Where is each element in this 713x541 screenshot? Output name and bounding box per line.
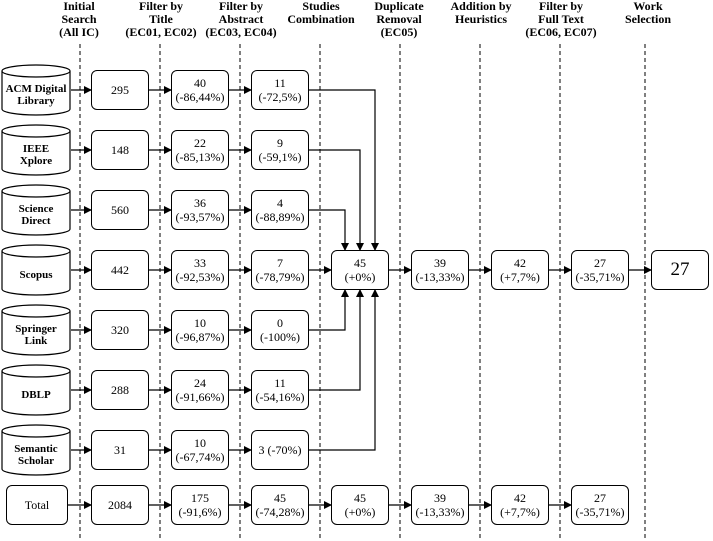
title-filter-2: 22 (-85,13%) [171,130,229,170]
total-fulltext: 27 (-35,71%) [571,485,629,525]
column-header-3: Filter by Abstract (EC03, EC04) [205,0,277,39]
source-db-1: ACM Digital Library [1,64,71,116]
database-icon [1,64,71,116]
title-filter-5: 10 (-96,87%) [171,310,229,350]
total-label: Total [6,485,68,525]
title-filter-7: 10 (-67,74%) [171,430,229,470]
abstract-filter-2: 9 (-59,1%) [251,130,309,170]
database-icon [1,364,71,416]
abstract-filter-6: 11 (-54,16%) [251,370,309,410]
total-heuristics: 42 (+7,7%) [491,485,549,525]
source-name: Springer Link [15,323,57,347]
initial-count-5: 320 [91,310,149,350]
abstract-filter-3: 4 (-88,89%) [251,190,309,230]
column-header-6: Addition by Heuristics [450,0,512,26]
merge-ieee [309,149,364,251]
source-name: Scopus [19,269,53,281]
source-name: IEEE Xplore [19,143,53,167]
source-db-7: Semantic Scholar [1,424,71,476]
merge-sciencedirect [309,209,349,251]
title-filter-3: 36 (-93,57%) [171,190,229,230]
flow-arrows [68,86,652,509]
database-icon [1,304,71,356]
column-dividers [79,44,646,541]
initial-count-7: 31 [91,430,149,470]
initial-count-2: 148 [91,130,149,170]
column-header-1: Initial Search (All IC) [59,0,99,39]
database-icon [1,184,71,236]
heuristics-box: 42 (+7,7%) [491,250,549,290]
title-filter-1: 40 (-86,44%) [171,70,229,110]
column-header-4: Studies Combination [287,0,355,26]
merge-acm [309,89,379,251]
initial-count-4: 442 [91,250,149,290]
merge-dblp [309,289,364,391]
merge-springer [309,289,349,331]
total-combination: 45 (+0%) [331,485,389,525]
initial-count-1: 295 [91,70,149,110]
initial-count-3: 560 [91,190,149,230]
database-icon [1,244,71,296]
total-duplicate: 39 (-13,33%) [411,485,469,525]
source-name: Semantic Scholar [14,443,58,467]
merge-semantic [309,289,379,451]
fulltext-box: 27 (-35,71%) [571,250,629,290]
abstract-filter-1: 11 (-72,5%) [251,70,309,110]
total-abstract: 45 (-74,28%) [251,485,309,525]
selection-box: 27 [651,250,709,290]
source-db-4: Scopus [1,244,71,296]
abstract-filter-5: 0 (-100%) [251,310,309,350]
total-initial: 2084 [91,485,149,525]
source-db-3: Science Direct [1,184,71,236]
source-name: ACM Digital Library [5,83,67,107]
source-db-6: DBLP [1,364,71,416]
initial-count-6: 288 [91,370,149,410]
source-db-5: Springer Link [1,304,71,356]
column-header-7: Filter by Full Text (EC06, EC07) [525,0,597,39]
source-db-2: IEEE Xplore [1,124,71,176]
duplicate-box: 39 (-13,33%) [411,250,469,290]
abstract-filter-7: 3 (-70%) [251,430,309,470]
database-icon [1,424,71,476]
source-name: Science Direct [18,203,54,227]
source-name: DBLP [21,389,51,401]
combination-box: 45 (+0%) [331,250,389,290]
abstract-filter-4: 7 (-78,79%) [251,250,309,290]
column-header-8: Work Selection [625,0,671,26]
column-header-2: Filter by Title (EC01, EC02) [125,0,197,39]
column-header-5: Duplicate Removal (EC05) [374,0,424,39]
database-icon [1,124,71,176]
title-filter-4: 33 (-92,53%) [171,250,229,290]
total-title: 175 (-91,6%) [171,485,229,525]
title-filter-6: 24 (-91,66%) [171,370,229,410]
